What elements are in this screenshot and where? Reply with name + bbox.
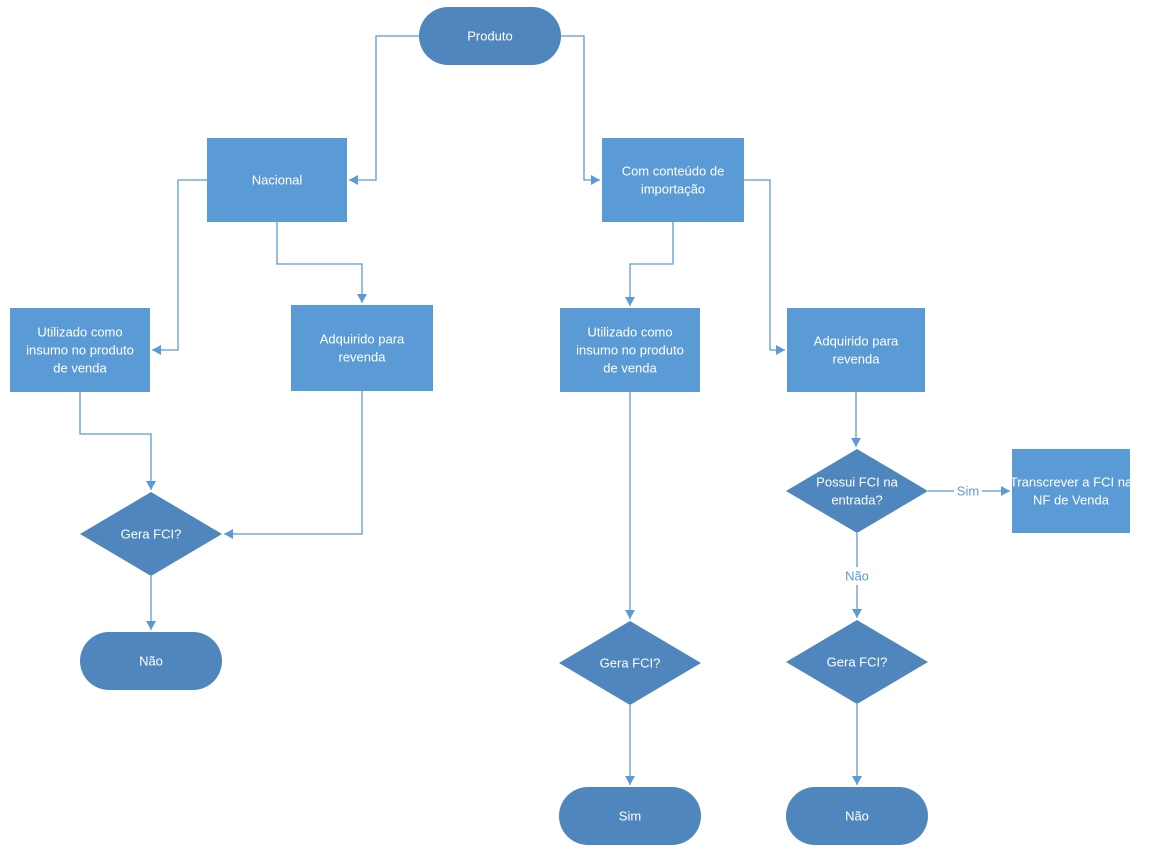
arrowhead: [1001, 486, 1010, 496]
connector-nacional-to-nac-insumo: [152, 179, 207, 355]
node-rev-gera-fci-decision[interactable]: Gera FCI?: [786, 620, 928, 704]
connector-line: [561, 35, 600, 181]
node-label-line: Gera FCI?: [827, 655, 888, 670]
node-label-line: NF de Venda: [1033, 493, 1110, 508]
connector-line: [276, 222, 363, 303]
node-label-line: Não: [845, 809, 869, 824]
node-nac-gera-fci-decision[interactable]: Gera FCI?: [80, 492, 222, 576]
node-label-line: Possui FCI na: [816, 475, 898, 490]
connector-nacional-to-nac-revenda: [276, 222, 367, 303]
node-label-line: Não: [139, 654, 163, 669]
connector-rev-gera-fci-to-rev-nao: [852, 704, 862, 785]
terminal-shape: [80, 632, 222, 690]
arrowhead: [146, 621, 156, 630]
process-shape: [602, 138, 744, 222]
node-imp-sim-terminal[interactable]: Sim: [559, 787, 701, 845]
decision-shape: [786, 620, 928, 704]
connector-nac-revenda-to-nac-gera-fci: [224, 391, 363, 539]
node-label-line: revenda: [833, 352, 881, 367]
arrowhead: [776, 345, 785, 355]
arrowhead: [591, 175, 600, 185]
node-label-line: Gera FCI?: [600, 656, 661, 671]
node-label-line: Adquirido para: [814, 334, 899, 349]
node-label-line: Transcrever a FCI na: [1010, 475, 1133, 490]
edge-label-background: [841, 567, 873, 585]
node-label-line: de venda: [603, 361, 657, 376]
connector-line: [152, 179, 207, 351]
node-produto-terminal[interactable]: Produto: [419, 7, 561, 65]
node-label-line: Sim: [619, 809, 641, 824]
node-nac-nao-terminal[interactable]: Não: [80, 632, 222, 690]
arrowhead: [152, 345, 161, 355]
node-label-line: Utilizado como: [587, 325, 672, 340]
node-label-line: Com conteúdo de: [622, 164, 725, 179]
connector-line: [349, 35, 420, 181]
arrowhead: [625, 610, 635, 619]
node-label-line: de venda: [53, 361, 107, 376]
node-label-line: insumo no produto: [26, 343, 134, 358]
arrowhead: [851, 438, 861, 447]
connector-importacao-to-imp-insumo: [625, 222, 674, 306]
edge-label-text: Não: [845, 569, 869, 584]
arrowhead: [852, 776, 862, 785]
process-shape: [560, 308, 700, 392]
node-nac-revenda-process[interactable]: Adquirido para revenda: [291, 305, 433, 391]
edge-label-text: Sim: [957, 484, 979, 499]
process-shape: [207, 138, 347, 222]
node-label-line: insumo no produto: [576, 343, 684, 358]
connector-line: [629, 222, 674, 306]
connector-produto-to-importacao: [561, 35, 600, 185]
connector-imp-revenda-to-possui-fci: [851, 392, 861, 447]
node-label-line: importação: [641, 182, 705, 197]
arrowhead: [625, 776, 635, 785]
node-nacional-process[interactable]: Nacional: [207, 138, 347, 222]
decision-shape: [80, 492, 222, 576]
decision-shape: [559, 621, 701, 705]
connector-imp-gera-fci-to-imp-sim: [625, 705, 635, 785]
decision-shape: [786, 449, 928, 533]
node-label-line: Adquirido para: [320, 332, 405, 347]
edge-label-possui-fci-to-rev-gera-fci: Não: [841, 567, 873, 585]
arrowhead: [852, 609, 862, 618]
arrowhead: [349, 175, 358, 185]
node-label-line: Produto: [467, 29, 513, 44]
connector-importacao-to-imp-revenda: [744, 179, 785, 355]
node-label-line: revenda: [339, 350, 387, 365]
process-shape: [10, 308, 150, 392]
connector-line: [224, 391, 363, 535]
arrowhead: [625, 297, 635, 306]
node-transcrever-process[interactable]: Transcrever a FCI na NF de Venda: [1010, 449, 1133, 533]
terminal-shape: [786, 787, 928, 845]
connector-line: [79, 392, 152, 490]
connector-produto-to-nacional: [349, 35, 420, 185]
arrowhead: [357, 294, 367, 303]
terminal-shape: [559, 787, 701, 845]
node-imp-revenda-process[interactable]: Adquirido para revenda: [787, 308, 925, 392]
node-importacao-process[interactable]: Com conteúdo de importação: [602, 138, 744, 222]
process-shape: [291, 305, 433, 391]
node-nac-insumo-process[interactable]: Utilizado como insumo no produto de venda: [10, 308, 150, 392]
node-label-line: Utilizado como: [37, 325, 122, 340]
connector-nac-gera-fci-to-nac-nao: [146, 576, 156, 630]
node-imp-gera-fci-decision[interactable]: Gera FCI?: [559, 621, 701, 705]
terminal-shape: [419, 7, 561, 65]
connector-nac-insumo-to-nac-gera-fci: [79, 392, 156, 490]
arrowhead: [224, 529, 233, 539]
connector-imp-insumo-to-imp-gera-fci: [625, 392, 635, 619]
edge-label-background: [954, 482, 982, 500]
node-label-line: entrada?: [831, 493, 882, 508]
node-label-line: Gera FCI?: [121, 527, 182, 542]
node-imp-insumo-process[interactable]: Utilizado como insumo no produto de venda: [560, 308, 700, 392]
node-label-line: Nacional: [252, 173, 303, 188]
process-shape: [787, 308, 925, 392]
edge-label-possui-fci-to-transcrever: Sim: [954, 482, 982, 500]
node-possui-fci-decision[interactable]: Possui FCI na entrada?: [786, 449, 928, 533]
arrowhead: [146, 481, 156, 490]
node-rev-nao-terminal[interactable]: Não: [786, 787, 928, 845]
process-shape: [1012, 449, 1130, 533]
connector-line: [744, 179, 785, 351]
